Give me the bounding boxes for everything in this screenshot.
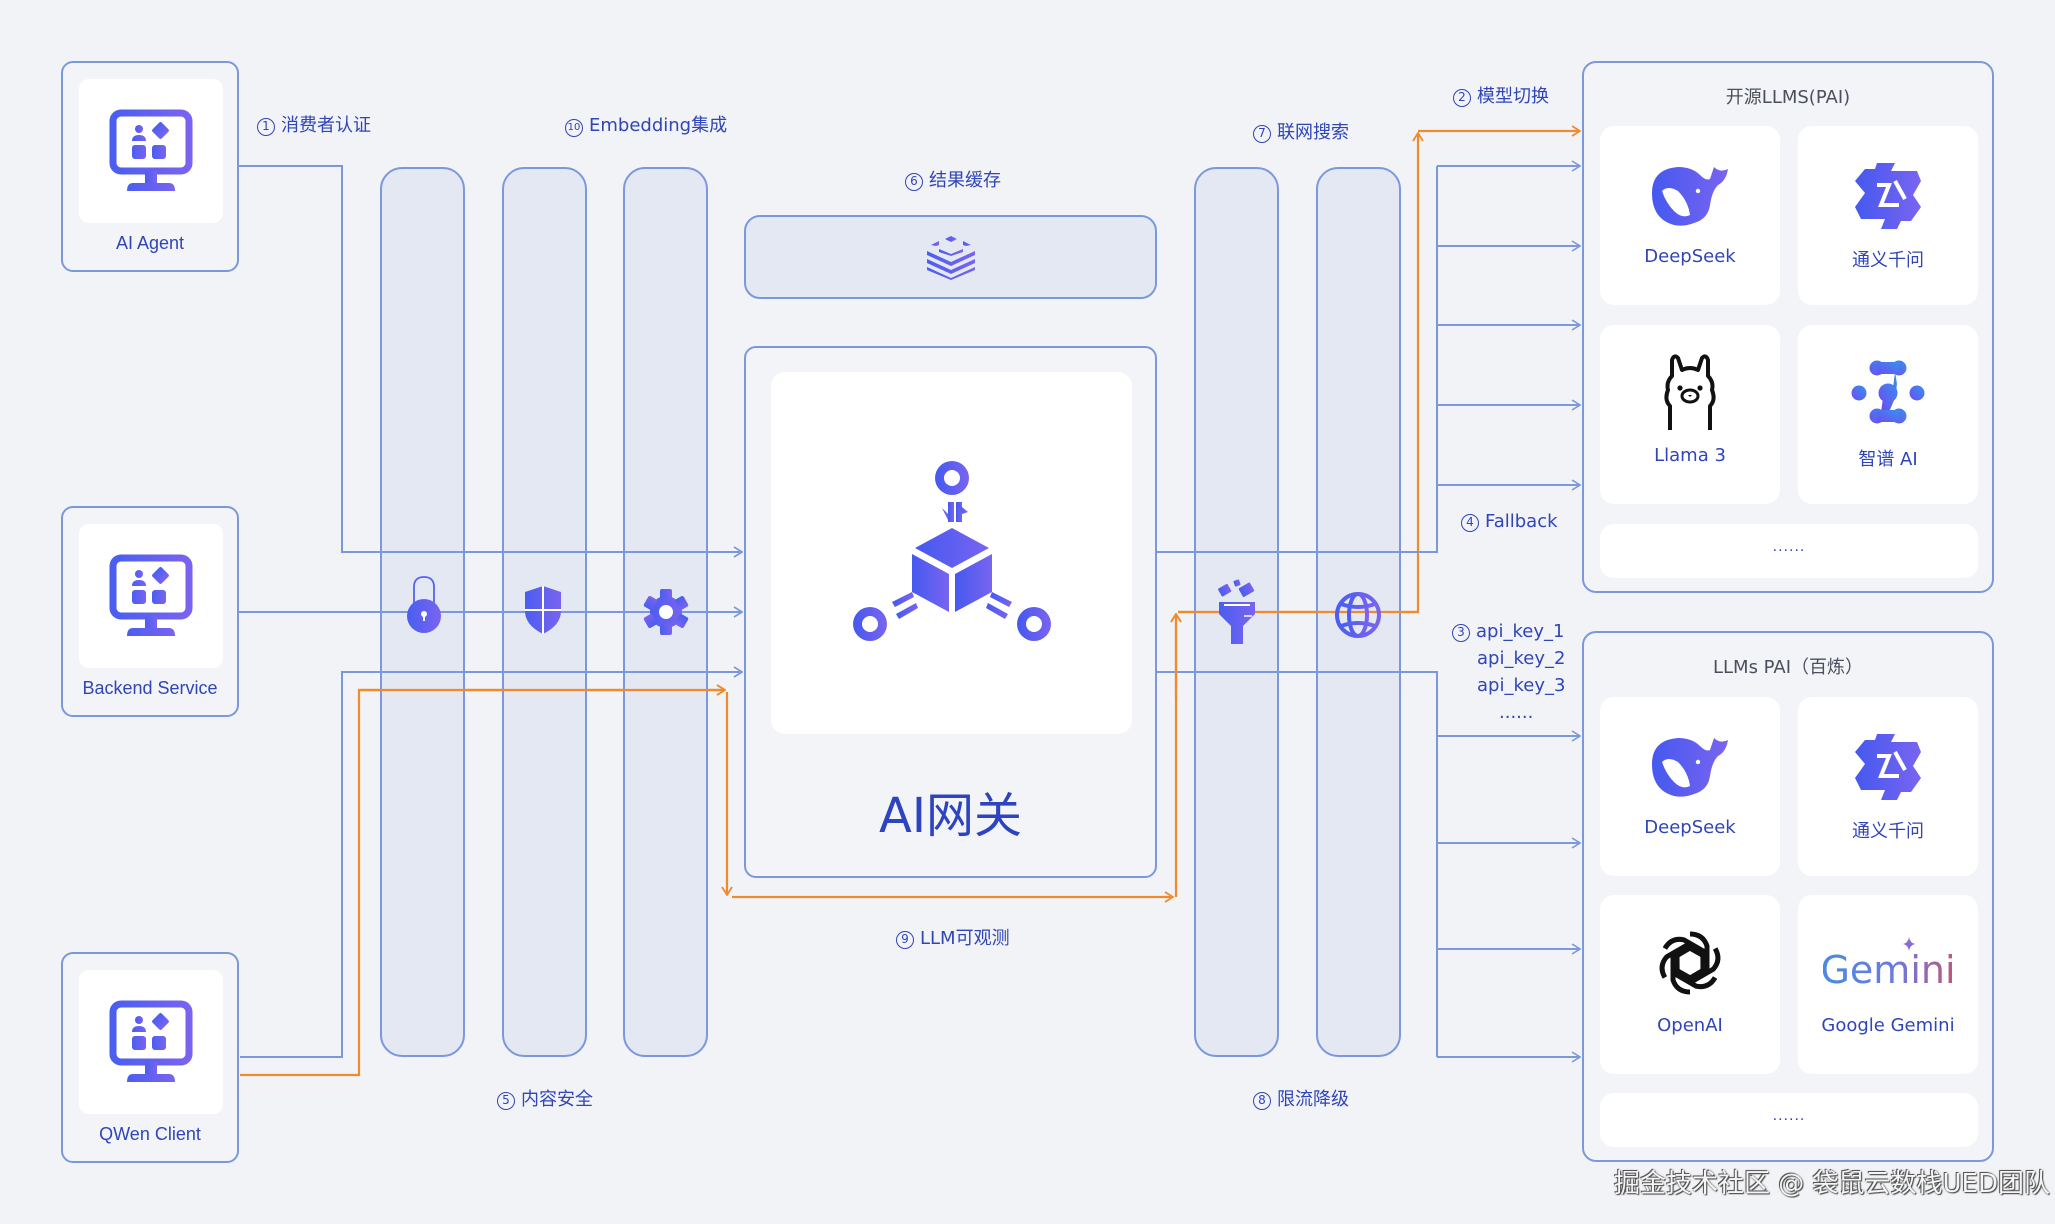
step-number: 7	[1253, 125, 1271, 143]
model-card-qwen[interactable]: 通义千问	[1798, 697, 1978, 876]
gear-icon[interactable]	[642, 589, 690, 640]
step-label-content-security: 5 内容安全	[497, 1085, 593, 1111]
api-key-item: ......	[1499, 702, 1534, 723]
step-text: 内容安全	[521, 1089, 593, 1110]
step-number: 5	[497, 1092, 515, 1110]
watermark: 掘金技术社区 @ 袋鼠云数栈UED团队	[1614, 1169, 2051, 1199]
llama-icon	[1600, 353, 1780, 433]
client-ai-agent[interactable]: AI Agent	[61, 61, 239, 272]
lock-icon[interactable]	[405, 575, 443, 640]
model-label: 通义千问	[1852, 821, 1924, 842]
deepseek-whale-icon	[1600, 725, 1780, 805]
gateway-title: AI网关	[879, 788, 1022, 844]
ai-gateway-box[interactable]: AI网关	[744, 346, 1157, 878]
client-icon-container	[79, 79, 223, 223]
layers-cache-icon	[926, 236, 975, 280]
qwen-icon	[1798, 154, 1978, 234]
panel-bailian-llms: LLMs PAI（百炼） DeepSeek 通义千问	[1582, 631, 1994, 1162]
step-label-fallback: 4 Fallback	[1461, 511, 1558, 532]
step-number: 6	[905, 173, 923, 191]
model-card-llama[interactable]: Llama 3	[1600, 325, 1780, 504]
model-label: OpenAI	[1657, 1015, 1723, 1036]
client-icon-container	[79, 524, 223, 668]
globe-icon[interactable]	[1334, 591, 1382, 644]
step-number: 4	[1461, 514, 1479, 532]
deepseek-whale-icon	[1600, 154, 1780, 234]
model-card-zhipu[interactable]: 智谱 AI	[1798, 325, 1978, 504]
step-number: 2	[1453, 89, 1471, 107]
model-card-gemini[interactable]: Gemini Google Gemini	[1798, 895, 1978, 1074]
step-label-rate-limit: 8 限流降级	[1253, 1085, 1349, 1111]
client-qwen[interactable]: QWen Client	[61, 952, 239, 1163]
monitor-apps-icon	[109, 1000, 193, 1082]
panel-title: 开源LLMS(PAI)	[1725, 87, 1851, 108]
step-text: 联网搜索	[1277, 122, 1349, 143]
funnel-icon[interactable]	[1216, 578, 1258, 651]
more-models[interactable]: ......	[1600, 1093, 1978, 1147]
step-label-model-switch: 2 模型切换	[1453, 82, 1549, 108]
model-label: 智谱 AI	[1858, 449, 1918, 470]
api-key-item: api_key_2	[1477, 648, 1566, 669]
step-number: 8	[1253, 1092, 1271, 1110]
step-number: 3	[1452, 624, 1470, 642]
client-label: Backend Service	[82, 678, 218, 698]
monitor-apps-icon	[109, 554, 193, 636]
model-label: Google Gemini	[1821, 1015, 1955, 1036]
step-label-consumer-auth: 1 消费者认证	[257, 111, 371, 137]
api-key-item: 3 api_key_1	[1452, 618, 1565, 645]
step-number: 1	[257, 118, 275, 136]
zhipu-icon	[1798, 353, 1978, 433]
model-card-qwen[interactable]: 通义千问	[1798, 126, 1978, 305]
model-label: DeepSeek	[1644, 246, 1736, 267]
step-label-embedding: 10 Embedding集成	[565, 111, 727, 137]
model-label: Llama 3	[1654, 445, 1726, 466]
client-label: AI Agent	[115, 233, 185, 253]
model-card-deepseek[interactable]: DeepSeek	[1600, 126, 1780, 305]
model-label: 通义千问	[1852, 250, 1924, 271]
step-number: 10	[565, 119, 583, 137]
monitor-apps-icon	[109, 109, 193, 191]
step-label-result-cache: 6 结果缓存	[905, 166, 1001, 192]
gemini-icon: Gemini	[1798, 923, 1978, 1003]
result-cache-box[interactable]	[744, 215, 1157, 299]
client-label: QWen Client	[99, 1124, 201, 1144]
shield-icon[interactable]	[523, 585, 563, 640]
model-card-openai[interactable]: OpenAI	[1600, 895, 1780, 1074]
gateway-icon-container	[771, 372, 1132, 734]
step-number: 9	[896, 931, 914, 949]
panel-open-source-llms: 开源LLMS(PAI) DeepSeek 通义千问	[1582, 61, 1994, 593]
step-label-web-search: 7 联网搜索	[1253, 118, 1349, 144]
step-text: 限流降级	[1277, 1089, 1349, 1110]
step-label-llm-observability: 9 LLM可观测	[896, 924, 1010, 950]
cube-network-icon	[852, 461, 1051, 641]
openai-icon	[1600, 923, 1780, 1003]
more-models[interactable]: ......	[1600, 524, 1978, 578]
panel-title: LLMs PAI（百炼）	[1712, 657, 1863, 678]
client-icon-container	[79, 970, 223, 1114]
gemini-wordmark: Gemini	[1823, 948, 1953, 992]
api-key-list: 3 api_key_1 api_key_2 api_key_3 ......	[1452, 618, 1565, 726]
client-backend-service[interactable]: Backend Service	[61, 506, 239, 717]
api-key-item: api_key_3	[1477, 675, 1566, 696]
model-label: DeepSeek	[1644, 817, 1736, 838]
step-text: Fallback	[1485, 511, 1558, 532]
qwen-icon	[1798, 725, 1978, 805]
step-text: 结果缓存	[929, 170, 1001, 191]
step-text: LLM可观测	[920, 928, 1010, 949]
model-card-deepseek[interactable]: DeepSeek	[1600, 697, 1780, 876]
step-text: 消费者认证	[281, 115, 371, 136]
step-text: Embedding集成	[589, 115, 728, 136]
step-text: 模型切换	[1477, 86, 1549, 107]
api-key-text: api_key_1	[1476, 621, 1565, 642]
